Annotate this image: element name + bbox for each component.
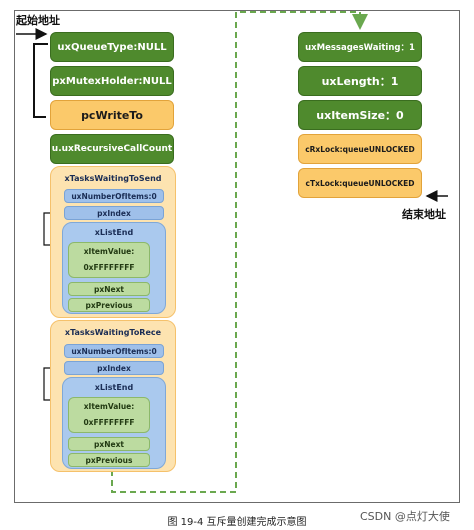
figure-caption: 图 19-4 互斥量创建完成示意图: [167, 517, 307, 528]
send-item-value-label: xItemValue:: [83, 246, 135, 256]
end-address-label: 结束地址: [402, 208, 446, 221]
write-to-bracket: [33, 43, 48, 118]
recv-px-index-field: pxIndex: [64, 361, 164, 375]
item-size-field: uxItemSize：0: [298, 100, 422, 130]
recv-list-title: xTasksWaitingToRece: [64, 328, 162, 337]
queue-storage-link: [111, 11, 368, 493]
queue-type-field: uxQueueType:NULL: [50, 32, 174, 62]
recv-item-value-box: [68, 397, 150, 433]
send-px-next-field: pxNext: [68, 282, 150, 296]
send-list-end-title: xListEnd: [94, 228, 134, 237]
send-list-title: xTasksWaitingToSend: [64, 174, 162, 183]
recv-list-end-title: xListEnd: [94, 383, 134, 392]
send-px-index-field: pxIndex: [64, 206, 164, 220]
diagram-frame: [14, 10, 460, 503]
watermark: CSDN @点灯大使: [360, 510, 450, 523]
recv-px-previous-field: pxPrevious: [68, 453, 150, 467]
send-item-value-box: [68, 242, 150, 278]
rx-lock-field: cRxLock:queueUNLOCKED: [298, 134, 422, 164]
messages-waiting-field: uxMessagesWaiting：1: [298, 32, 422, 62]
send-num-items-field: uxNumberOfItems:0: [64, 189, 164, 203]
recv-item-value-label: xItemValue:: [83, 401, 135, 411]
send-px-previous-field: pxPrevious: [68, 298, 150, 312]
recv-num-items-field: uxNumberOfItems:0: [64, 344, 164, 358]
tx-lock-field: cTxLock:queueUNLOCKED: [298, 168, 422, 198]
recv-px-next-field: pxNext: [68, 437, 150, 451]
recursive-count-field: u.uxRecursiveCallCount: [50, 134, 174, 164]
send-item-value-hex: 0xFFFFFFFF: [83, 262, 135, 272]
length-field: uxLength：1: [298, 66, 422, 96]
mutex-holder-field: pxMutexHolder:NULL: [50, 66, 174, 96]
write-to-field: pcWriteTo: [50, 100, 174, 130]
recv-item-value-hex: 0xFFFFFFFF: [83, 417, 135, 427]
start-address-label: 起始地址: [16, 14, 60, 27]
